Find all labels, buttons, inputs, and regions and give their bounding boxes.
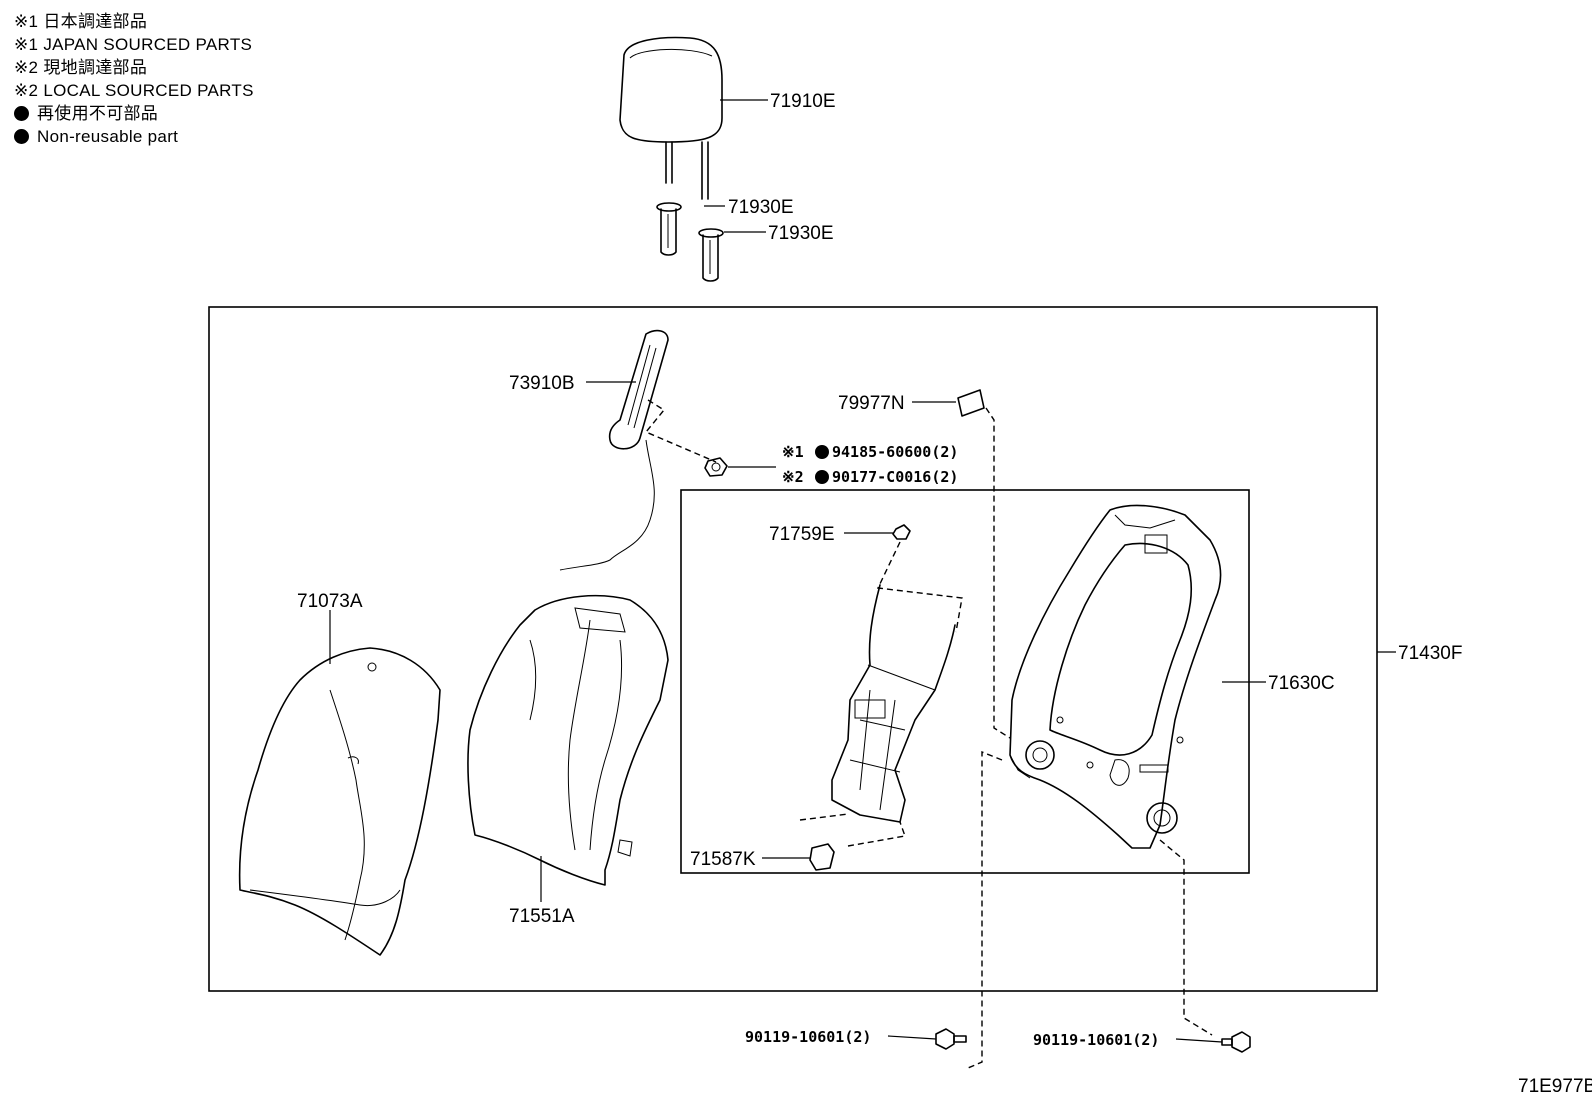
- label-sheet-part[interactable]: [957, 389, 985, 417]
- nut-japan-mark: ※1: [782, 443, 804, 461]
- heater-label: 73910B: [509, 373, 575, 394]
- legend-row-japan-en: ※1 JAPAN SOURCED PARTS: [14, 35, 253, 54]
- legend-row-japan-jp: ※1 日本調達部品: [14, 12, 148, 31]
- legend-row-nonreusable-en: Non-reusable part: [14, 125, 254, 148]
- headrest-label: 71910E: [770, 91, 836, 112]
- diagram-id: 71E977B: [1518, 1076, 1592, 1097]
- nut-local-label: 90177-C0016(2): [832, 468, 958, 486]
- seatback-frame-part[interactable]: [1009, 504, 1222, 849]
- heater-part[interactable]: [559, 329, 669, 571]
- nonreusable-dot-icon: [14, 129, 29, 144]
- bolt-right-dashed-line: [1159, 839, 1213, 1036]
- headrest-support-left[interactable]: [656, 202, 682, 256]
- nut-part[interactable]: [704, 457, 728, 477]
- heater-nut-dashed-line: [644, 399, 717, 463]
- bolt-left-leader: [887, 1035, 937, 1040]
- assembly-label: 71430F: [1398, 643, 1462, 664]
- nut-local-mark: ※2: [782, 468, 804, 486]
- label-sheet-label: 79977N: [838, 393, 905, 414]
- lumbar-support-part[interactable]: [831, 584, 956, 823]
- nut-local-nonreusable-dot-icon: [815, 470, 829, 484]
- lumbar-dashed-line-top: [876, 541, 963, 633]
- lumbar-bolt-part[interactable]: [892, 524, 911, 540]
- seatback-pad-part[interactable]: [238, 647, 441, 956]
- legend: ※1 日本調達部品 ※1 JAPAN SOURCED PARTS ※2 現地調達…: [14, 10, 254, 148]
- headrest-support-right[interactable]: [698, 228, 724, 282]
- nut-japan-nonreusable-dot-icon: [815, 445, 829, 459]
- bolt-left-label: 90119-10601(2): [745, 1028, 871, 1046]
- bolt-right-label: 90119-10601(2): [1033, 1031, 1159, 1049]
- cover-label: 71551A: [509, 906, 575, 927]
- assembly-box: [208, 306, 1378, 992]
- lumbar-dashed-line-bottom: [799, 813, 906, 847]
- label-sheet-dashed-line: [985, 407, 1011, 739]
- lumbar-clip-label: 71587K: [690, 849, 756, 870]
- lumbar-bolt-label: 71759E: [769, 524, 835, 545]
- bolt-left-part[interactable]: [935, 1028, 967, 1050]
- headrest-part[interactable]: [619, 36, 723, 200]
- legend-row-local-en: ※2 LOCAL SOURCED PARTS: [14, 81, 254, 100]
- support-a-label: 71930E: [728, 197, 794, 218]
- bolt-right-part[interactable]: [1221, 1031, 1251, 1053]
- bolt-right-leader: [1175, 1038, 1223, 1043]
- frame-label: 71630C: [1268, 673, 1335, 694]
- lumbar-clip-part[interactable]: [809, 843, 835, 871]
- legend-row-nonreusable-jp: 再使用不可部品: [14, 102, 254, 125]
- nut-japan-label: 94185-60600(2): [832, 443, 958, 461]
- pad-label: 71073A: [297, 591, 363, 612]
- seatback-cover-part[interactable]: [467, 594, 669, 886]
- bolt-left-dashed-line: [967, 750, 1003, 1069]
- support-b-label: 71930E: [768, 223, 834, 244]
- nonreusable-dot-icon: [14, 106, 29, 121]
- legend-row-local-jp: ※2 現地調達部品: [14, 58, 148, 77]
